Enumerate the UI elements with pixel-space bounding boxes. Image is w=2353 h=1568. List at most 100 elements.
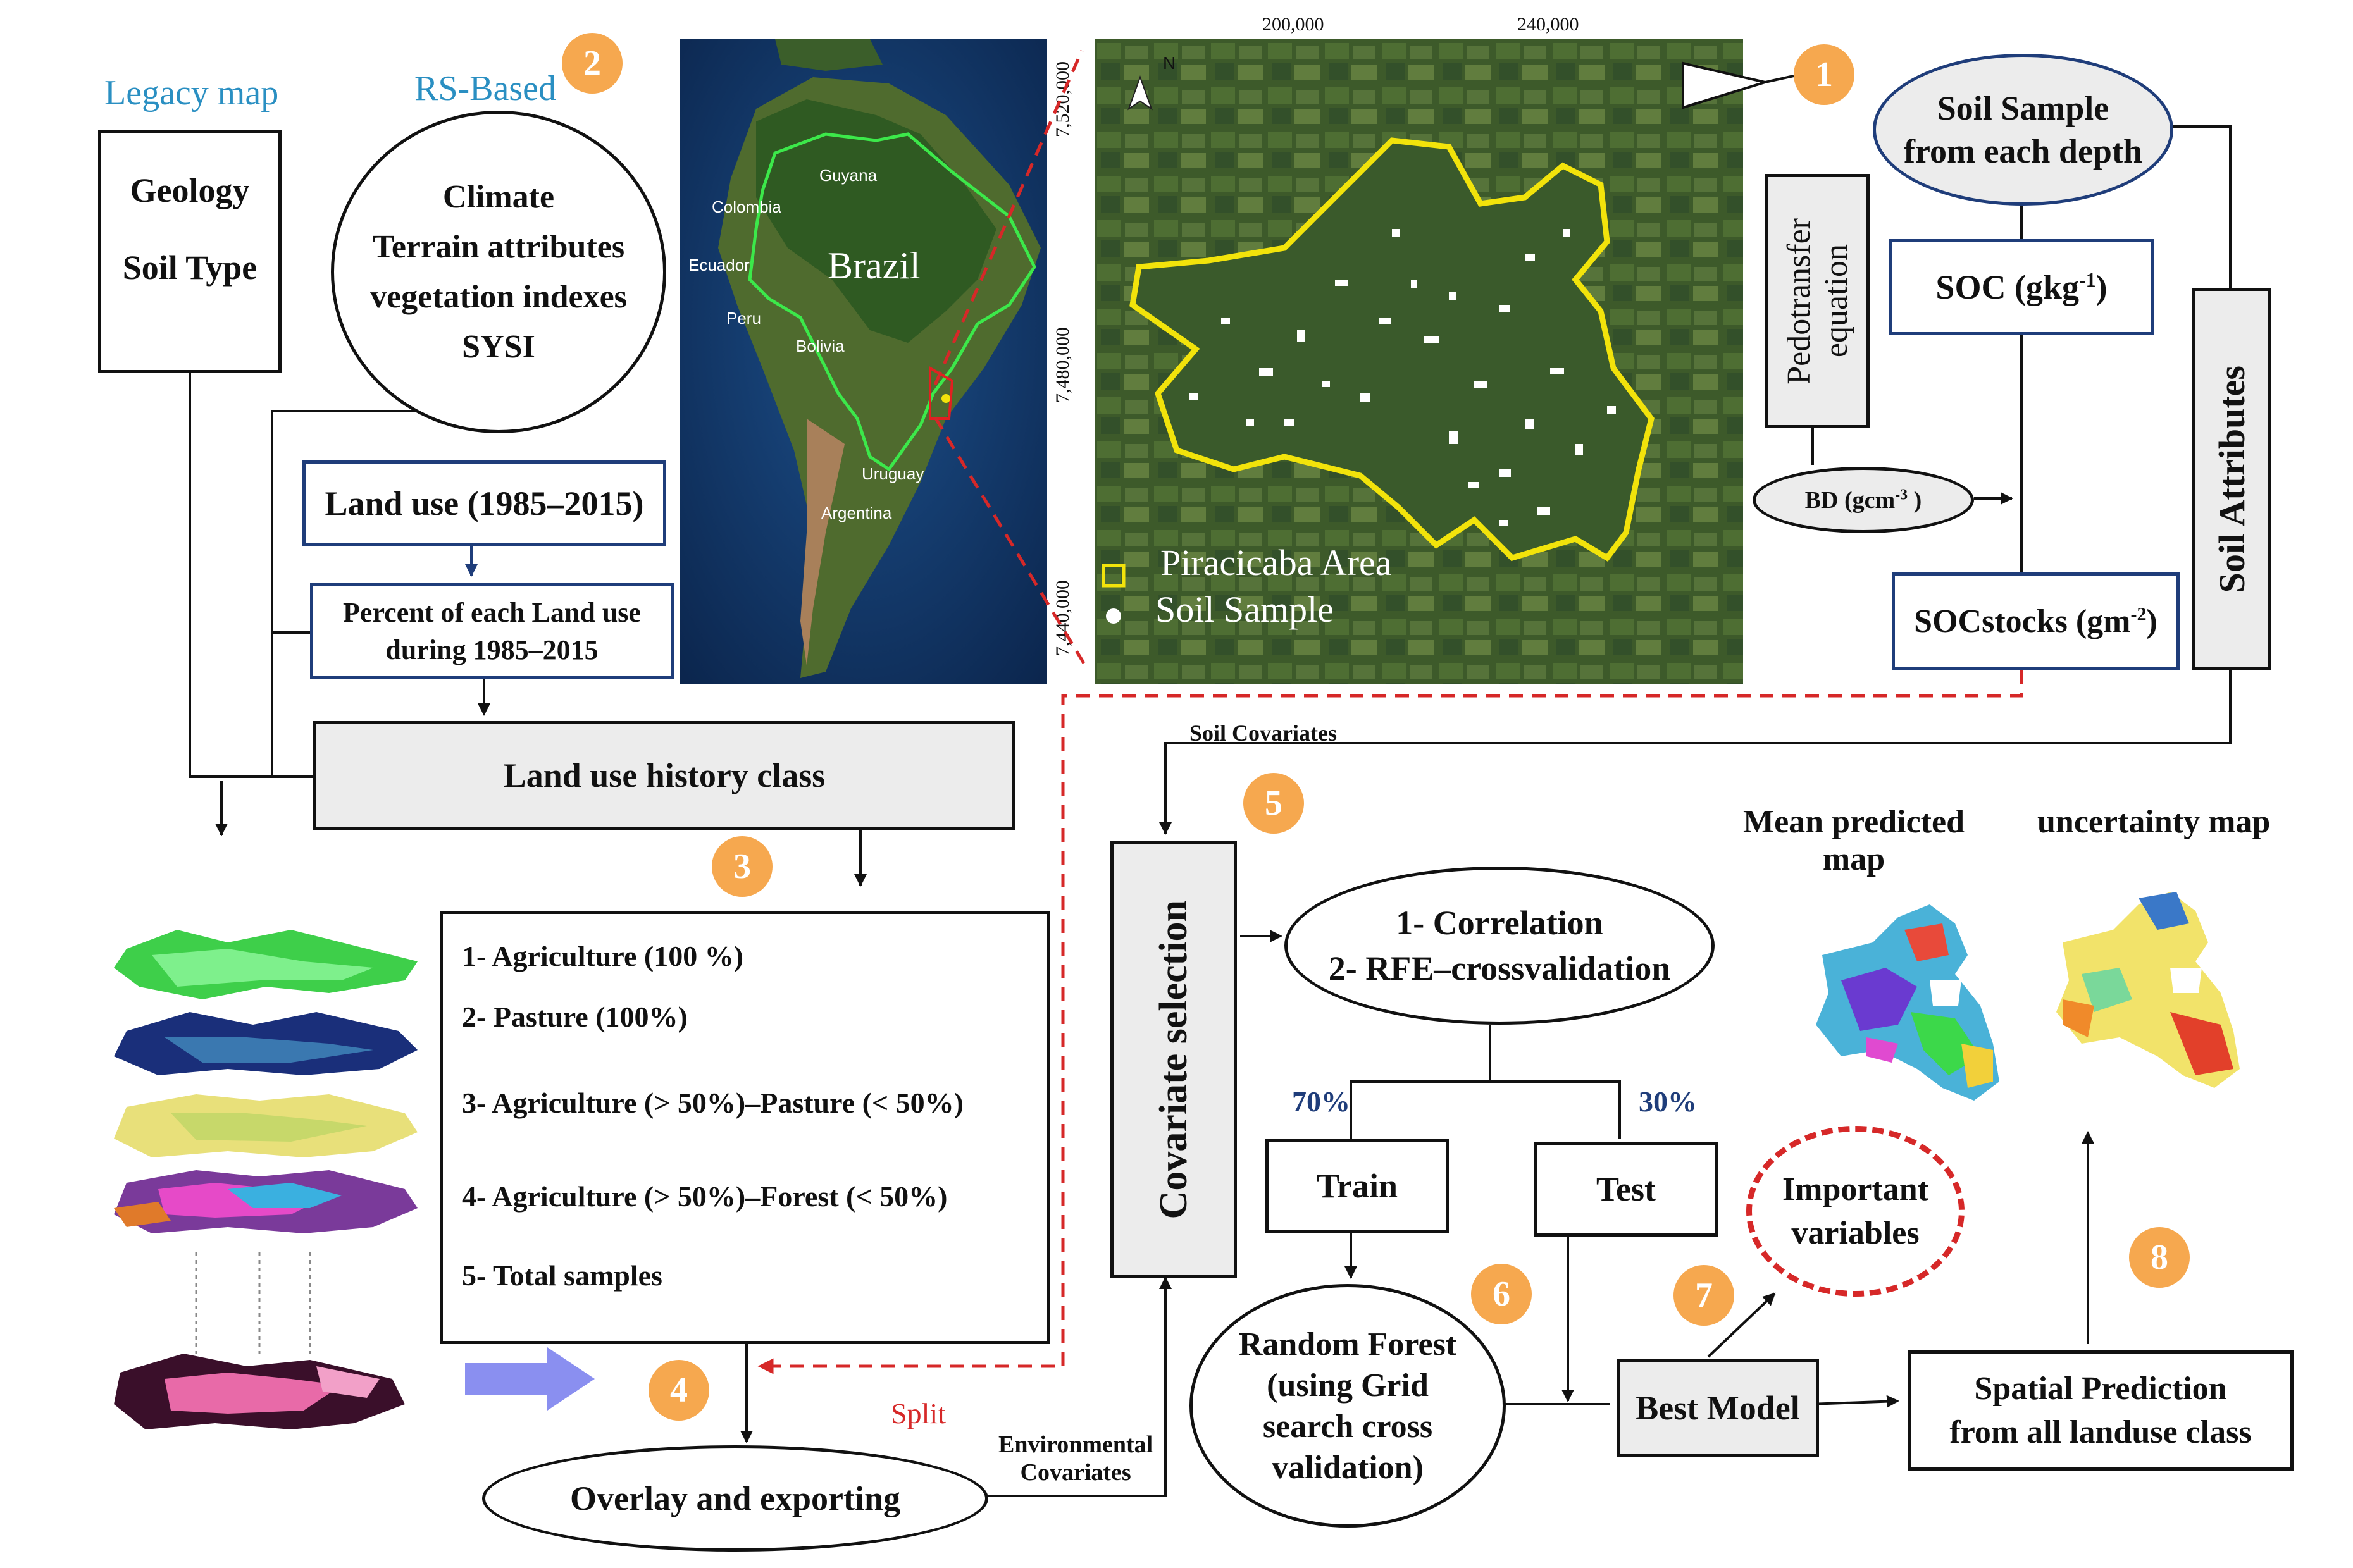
class-item: 2- Pasture (100%) (462, 1001, 688, 1033)
country-label-brazil: Brazil (828, 245, 921, 287)
legacy-item: Geology (130, 171, 250, 209)
legacy-map-title: Legacy map (104, 73, 279, 113)
rs-item: Terrain attributes (372, 229, 625, 265)
step-badge-4: 4 (649, 1360, 709, 1421)
y-tick-label: 7,440,000 (1052, 580, 1073, 656)
landuse-class-maps (114, 930, 418, 1429)
legacy-item: Soil Type (122, 249, 258, 287)
legend-piracicaba-area: Piracicaba Area (1160, 542, 1392, 583)
overlay-label: Overlay and exporting (570, 1479, 900, 1517)
test-label: Test (1596, 1170, 1656, 1208)
bd-text: BD (gcm (1804, 486, 1896, 514)
rf-line: (using Grid (1267, 1367, 1429, 1404)
env-cov-line: Environmental (998, 1431, 1153, 1458)
uncertainty-map-title: uncertainty map (2037, 804, 2271, 840)
mean-predicted-map-title: Mean predicted map (1721, 803, 1987, 878)
soil-sample-line: from each depth (1904, 132, 2142, 170)
rf-line: Random Forest (1238, 1326, 1457, 1362)
rf-line: search cross (1262, 1408, 1433, 1445)
piracicaba-area-outline (1129, 137, 1655, 562)
step-badge-2: 2 (562, 33, 623, 94)
mean-map-line: Mean predicted (1743, 804, 1965, 840)
split-label: Split (891, 1397, 946, 1429)
important-variables-ellipse: Important variables (1746, 1126, 1965, 1297)
step-badge-1: 1 (1794, 44, 1854, 105)
mean-map-line: map (1822, 841, 1885, 877)
x-tick-label: 240,000 (1517, 14, 1579, 35)
class-item: 4- Agriculture (> 50%)–Forest (< 50%) (462, 1180, 948, 1213)
train-box: Train (1265, 1139, 1449, 1233)
soil-sample-ellipse: Soil Sample from each depth (1873, 54, 2173, 206)
class-item: 3- Agriculture (> 50%)–Pasture (< 50%) (462, 1087, 964, 1119)
environmental-covariates-label: Environmental Covariates (998, 1431, 1153, 1486)
country-label: Argentina (821, 503, 892, 522)
bd-sup: -3 (1895, 486, 1908, 503)
rs-item: Climate (442, 179, 555, 215)
bd-ellipse: BD (gcm-3 ) (1753, 467, 1974, 533)
important-line: Important (1782, 1171, 1929, 1207)
rf-line: validation) (1272, 1449, 1424, 1486)
overlay-exporting-ellipse: Overlay and exporting (482, 1445, 988, 1552)
country-label: Uruguay (862, 464, 924, 483)
socstocks-box: SOCstocks (gm-2) (1892, 572, 2180, 670)
country-label: Guyana (819, 166, 878, 185)
env-cov-line: Covariates (1020, 1459, 1131, 1486)
land-use-box: Land use (1985–2015) (302, 460, 666, 546)
class-item: 1- Agriculture (100 %) (462, 940, 744, 972)
x-tick-label: 200,000 (1262, 14, 1324, 35)
soil-attributes-label: Soil Attributes (2211, 365, 2252, 593)
soc-sup: -1 (2078, 268, 2096, 291)
step-badge-7: 7 (1673, 1265, 1734, 1326)
spatial-prediction-box: Spatial Prediction from all landuse clas… (1908, 1350, 2294, 1471)
socst-sup: -2 (2130, 603, 2147, 625)
land-use-label: Land use (1985–2015) (325, 485, 644, 522)
test-box: Test (1534, 1142, 1718, 1237)
spatial-line: Spatial Prediction (1974, 1371, 2227, 1407)
socstocks-label: SOCstocks (gm-2) (1914, 603, 2157, 639)
soc-label: SOC (gkg-1) (1935, 268, 2108, 306)
covariate-selection-label: Covariate selection (1152, 899, 1195, 1219)
best-model-label: Best Model (1636, 1388, 1800, 1427)
spatial-line: from all landuse class (1949, 1414, 2252, 1450)
rs-item: vegetation indexes (370, 279, 627, 315)
correlation-ellipse: 1- Correlation 2- RFE–crossvalidation (1284, 867, 1715, 1025)
soc-text: SOC (gkg (1935, 268, 2079, 306)
important-line: variables (1791, 1215, 1920, 1251)
rs-covariates-circle: Climate Terrain attributes vegetation in… (331, 111, 666, 433)
rs-based-title: RS-Based (414, 69, 556, 108)
socst-text: SOCstocks (gm (1914, 603, 2131, 639)
train-label: Train (1316, 1167, 1398, 1205)
pedo-line: Pedotransfer (1780, 218, 1817, 385)
covariate-selection-box: Covariate selection (1110, 841, 1237, 1278)
legend-soil-sample: Soil Sample (1155, 589, 1334, 630)
country-label: Peru (726, 309, 761, 328)
step-badge-6: 6 (1471, 1264, 1532, 1324)
percent-land-use-box: Percent of each Land use during 1985–201… (310, 583, 674, 679)
south-america-map (680, 39, 1047, 684)
soil-attributes-box: Soil Attributes (2192, 288, 2271, 670)
best-model-box: Best Model (1617, 1359, 1819, 1457)
land-use-classes-box: 1- Agriculture (100 %) 2- Pasture (100%)… (440, 911, 1050, 1344)
soil-covariates-label: Soil Covariates (1189, 720, 1337, 746)
random-forest-ellipse: Random Forest (using Grid search cross v… (1189, 1284, 1506, 1528)
corr-line: 2- RFE–crossvalidation (1328, 949, 1671, 987)
land-use-history-box: Land use history class (313, 721, 1015, 830)
uncertainty-map (2056, 892, 2240, 1088)
bd-label: BD (gcm-3 ) (1804, 486, 1922, 514)
pedo-line: equation (1818, 244, 1854, 358)
mean-predicted-map (1816, 904, 1999, 1101)
country-label: Colombia (712, 197, 781, 216)
corr-line: 1- Correlation (1396, 904, 1603, 942)
test-percent-label: 30% (1639, 1085, 1697, 1118)
y-tick-label: 7,520,000 (1052, 61, 1073, 137)
step-badge-8: 8 (2129, 1227, 2190, 1288)
step-badge-5: 5 (1243, 773, 1304, 834)
soil-sample-line: Soil Sample (1937, 89, 2109, 127)
step-badge-3: 3 (712, 836, 773, 897)
country-label: Bolivia (796, 336, 845, 355)
soc-box: SOC (gkg-1) (1889, 239, 2154, 335)
rs-item: SYSI (462, 329, 535, 365)
percent-line: Percent of each Land use (343, 597, 641, 628)
percent-line: during 1985–2015 (385, 634, 599, 665)
study-area-map (1095, 39, 1743, 684)
